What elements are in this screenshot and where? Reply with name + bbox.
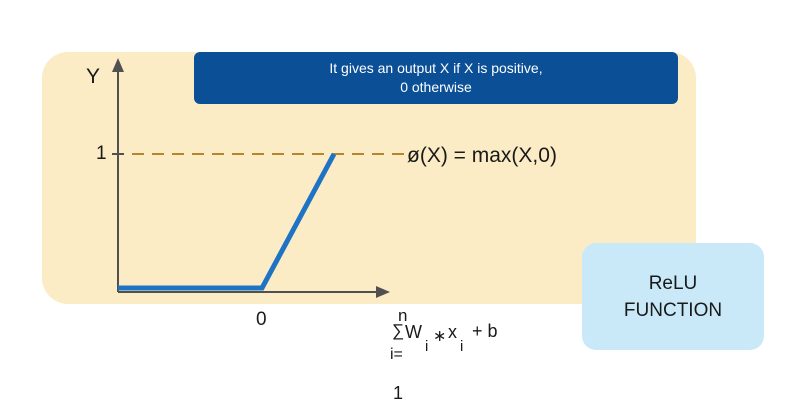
y-axis-arrowhead [112,58,124,72]
x-axis-arrowhead [376,286,390,298]
y-tick-label: 1 [96,143,107,164]
sum-times-symbol: ∗ [433,328,447,345]
relu-card-line-2: FUNCTION [623,299,723,321]
sum-lower-index: i= [390,346,403,363]
relu-formula: ø(X) = max(X,0) [407,144,557,167]
sum-plus-b: + b [472,321,498,341]
relu-card-line-1: ReLU [648,272,698,294]
banner-line-1: It gives an output X if X is positive, [329,60,543,76]
sum-symbol: ∑ [392,321,405,340]
banner-line-2: 0 otherwise [400,79,472,95]
description-banner: It gives an output X if X is positive, 0… [194,52,678,104]
sum-w-term: W [405,322,422,342]
sum-lower-limit: 1 [393,383,404,403]
sum-upper-limit: n [398,306,408,325]
relu-curve [118,152,337,291]
x-tick-label: 0 [256,309,267,330]
relu-function-card: ReLU FUNCTION [582,243,764,350]
sum-w-subscript: i [425,338,429,355]
y-axis-label: Y [86,65,101,88]
sum-x-term: x [448,322,457,342]
sum-x-subscript: i [460,338,464,355]
